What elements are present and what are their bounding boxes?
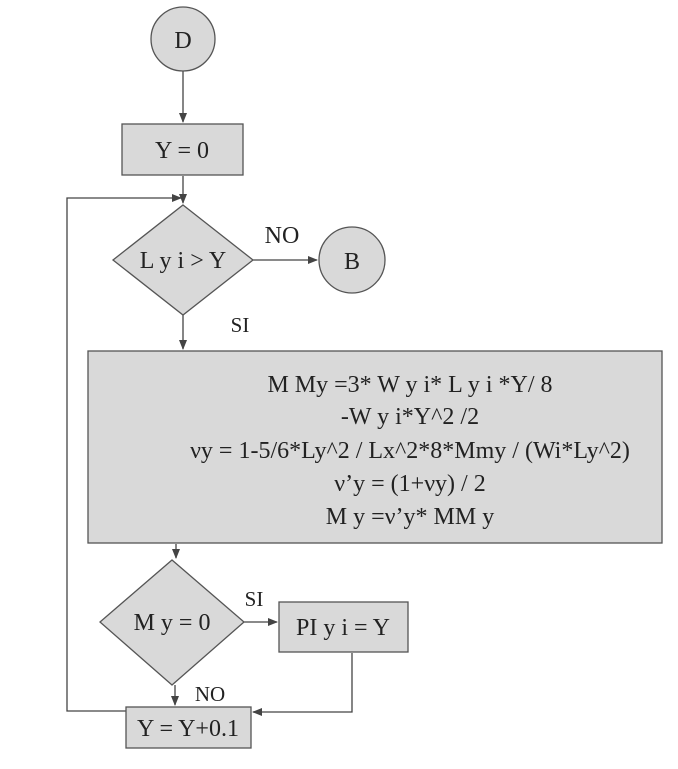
- start-node: D: [150, 6, 216, 72]
- init-node: Y = 0: [121, 123, 244, 176]
- process-line: νy = 1-5/6*Ly^2 / Lx^2*8*Mmy / (Wi*Ly^2): [190, 438, 630, 464]
- decision-2-no-label: NO: [195, 682, 225, 706]
- decision-2-yes-label: SI: [245, 587, 264, 611]
- decision-1-yes-label: SI: [231, 313, 250, 337]
- decision-node-2: M y = 0: [99, 559, 245, 686]
- init-label: Y = 0: [155, 138, 209, 164]
- assign-label: PI y i = Y: [296, 615, 390, 641]
- decision-1-no-label: NO: [265, 223, 300, 249]
- increment-node: Y = Y+0.1: [125, 706, 252, 749]
- arrow-assign-to-increment: [252, 653, 353, 716]
- assign-node: PI y i = Y: [278, 601, 409, 653]
- increment-label: Y = Y+0.1: [137, 716, 239, 742]
- process-line: M y =ν’y* MM y: [326, 504, 494, 530]
- process-line: -W y i*Y^2 /2: [341, 404, 479, 430]
- exit-node: B: [318, 226, 386, 294]
- loop-back-arrow: [66, 194, 182, 712]
- process-line: M My =3* W y i* L y i *Y/ 8: [267, 372, 552, 398]
- decision-node-1: L y i > Y: [111, 204, 255, 316]
- decision-1-label: L y i > Y: [140, 248, 226, 274]
- decision-2-label: M y = 0: [134, 610, 211, 636]
- exit-label: B: [344, 249, 360, 275]
- start-label: D: [174, 28, 191, 54]
- process-node: M My =3* W y i* L y i *Y/ 8 -W y i*Y^2 /…: [87, 350, 663, 544]
- process-line: ν’y = (1+νy) / 2: [334, 471, 485, 497]
